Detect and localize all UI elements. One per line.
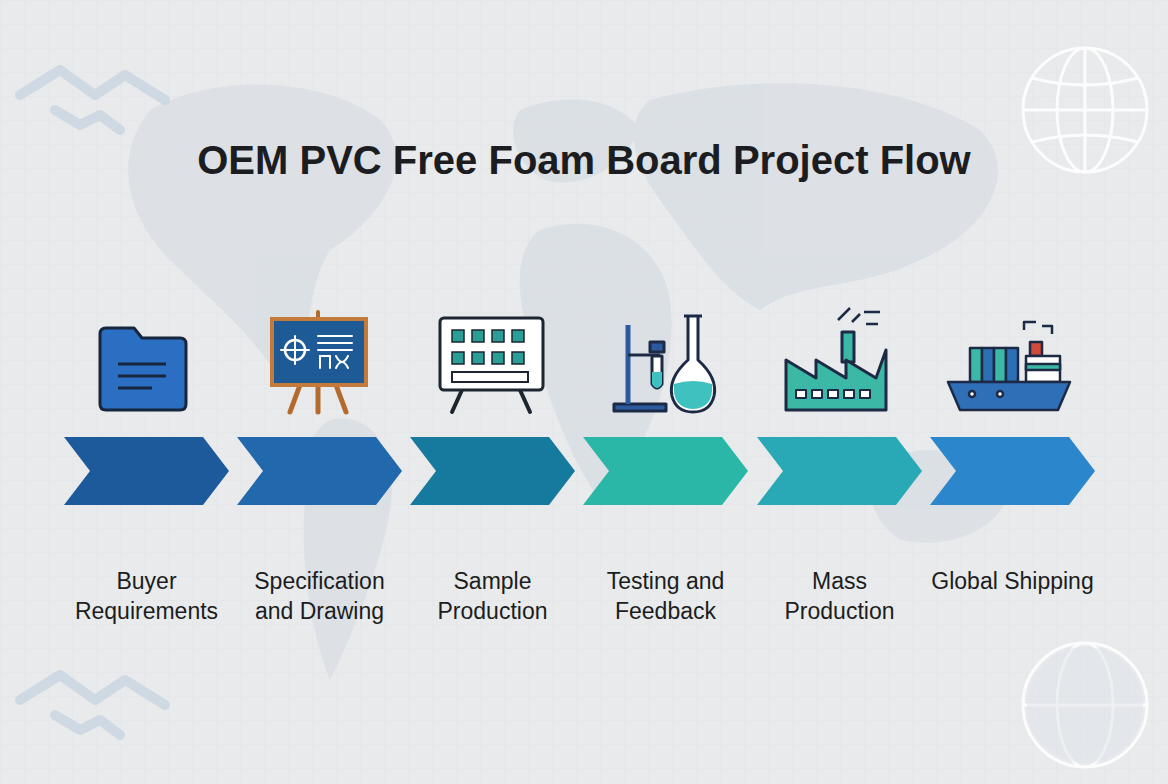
step-label: Testing and Feedback — [584, 567, 748, 627]
chevron-step: Specification and Drawing — [237, 437, 402, 505]
chevron-shape — [64, 437, 229, 505]
chevron-step: Sample Production — [410, 437, 575, 505]
step-label: Sample Production — [411, 567, 575, 627]
factory-icon — [786, 308, 886, 410]
chevron-step: Global Shipping — [930, 437, 1095, 505]
chevron-shape — [757, 437, 922, 505]
chevron-step: Testing and Feedback — [583, 437, 748, 505]
folder-icon — [100, 328, 186, 410]
chevron-shape — [583, 437, 748, 505]
sample-board-icon — [440, 318, 543, 412]
step-label: Buyer Requirements — [65, 567, 229, 627]
chevron-shape — [930, 437, 1095, 505]
diagram-title: OEM PVC Free Foam Board Project Flow — [0, 138, 1168, 183]
chevron-step: Buyer Requirements — [64, 437, 229, 505]
step-label: Specification and Drawing — [238, 567, 402, 627]
blueprint-easel-icon — [272, 312, 366, 412]
step-label: Global Shipping — [931, 567, 1095, 597]
chevron-shape — [237, 437, 402, 505]
lab-equipment-icon — [614, 316, 715, 412]
step-label: Mass Production — [758, 567, 922, 627]
chevron-shape — [410, 437, 575, 505]
chevron-step: Mass Production — [757, 437, 922, 505]
ship-icon — [948, 322, 1070, 410]
